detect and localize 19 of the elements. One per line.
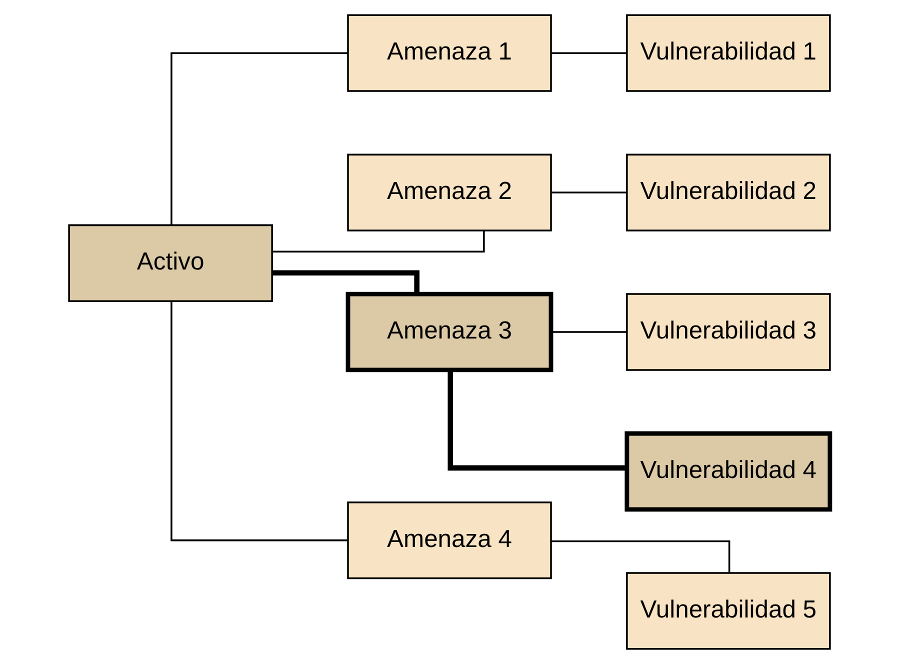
connector: [552, 331, 627, 333]
connector: [551, 540, 730, 573]
node-box: Amenaza 4: [347, 501, 552, 580]
connector: [448, 370, 626, 471]
node-box: Activo: [68, 224, 273, 302]
connector: [552, 192, 627, 194]
connector: [272, 230, 485, 253]
node-box: Vulnerabilidad 2: [626, 154, 831, 232]
node-box: Vulnerabilidad 3: [626, 293, 831, 371]
node-box: Amenaza 3: [346, 292, 554, 372]
node-box: Vulnerabilidad 5: [626, 572, 831, 650]
connector: [170, 52, 348, 226]
node-box: Vulnerabilidad 4: [624, 431, 832, 512]
connector: [170, 301, 348, 542]
node-box: Vulnerabilidad 1: [626, 14, 831, 92]
connector: [552, 52, 627, 54]
node-box: Amenaza 1: [347, 14, 552, 92]
connector: [272, 270, 420, 294]
node-box: Amenaza 2: [347, 154, 552, 232]
